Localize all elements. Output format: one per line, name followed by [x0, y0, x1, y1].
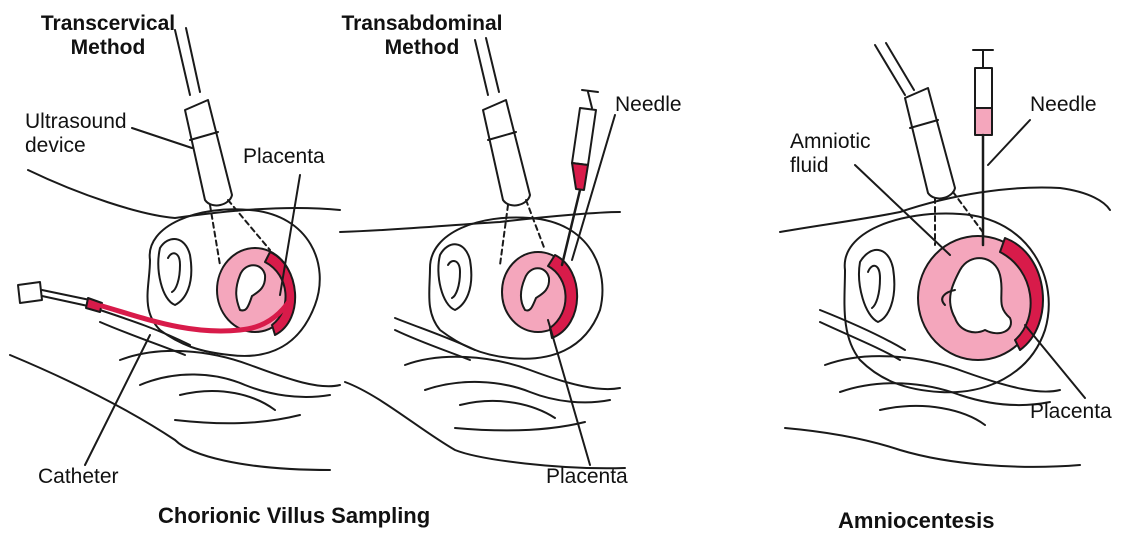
transabdominal-heading-line1: Transabdominal [312, 12, 532, 36]
transcervical-panel [10, 28, 340, 470]
transcervical-heading-line1: Transcervical [18, 12, 198, 36]
transcervical-heading-line2: Method [18, 36, 198, 60]
placenta-label-amnio: Placenta [1030, 400, 1112, 424]
placenta-label-transcervical: Placenta [243, 145, 325, 169]
amniotic-fluid-line2: fluid [790, 154, 871, 178]
needle-label-transabdominal: Needle [615, 93, 682, 117]
syringe [18, 282, 42, 303]
transabdominal-heading: Transabdominal Method [312, 12, 532, 60]
amniotic-fluid-label: Amniotic fluid [790, 130, 871, 178]
ultrasound-device [185, 100, 232, 205]
cvs-caption: Chorionic Villus Sampling [158, 503, 430, 529]
ultrasound-label-line1: Ultrasound [25, 110, 127, 134]
ultrasound-label-line2: device [25, 134, 127, 158]
placenta-label-transabdominal: Placenta [546, 465, 628, 489]
ultrasound-device-label: Ultrasound device [25, 110, 127, 158]
transabdominal-panel [340, 38, 625, 468]
amnio-caption: Amniocentesis [838, 508, 995, 534]
catheter-label: Catheter [38, 465, 119, 489]
transabdominal-heading-line2: Method [312, 36, 532, 60]
needle-label-amnio: Needle [1030, 93, 1097, 117]
amniotic-fluid-line1: Amniotic [790, 130, 871, 154]
transcervical-heading: Transcervical Method [18, 12, 198, 60]
